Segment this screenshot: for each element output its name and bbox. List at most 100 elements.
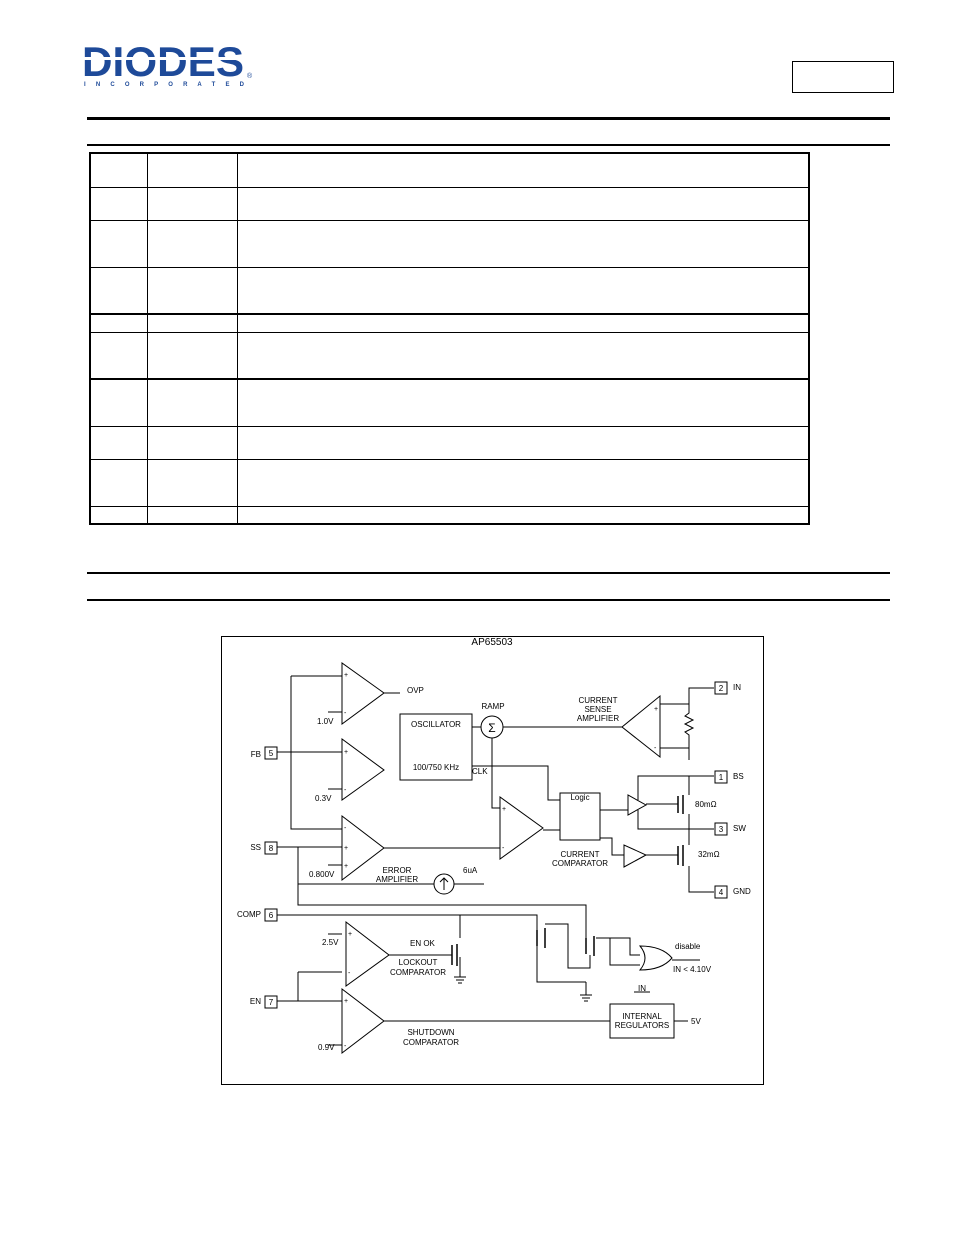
pin-name-fb: FB xyxy=(251,750,261,759)
current-arrow-icon xyxy=(439,877,449,890)
pin-box-bs xyxy=(714,770,728,784)
pin-box-fb xyxy=(264,746,278,760)
lockout-label-2: COMPARATOR xyxy=(390,968,446,977)
pin-number-ss: 8 xyxy=(269,844,274,853)
pin-name-comp: COMP xyxy=(237,910,261,919)
low-side-fet-icon xyxy=(677,845,684,866)
error-amp-ref-label: 0.800V xyxy=(309,870,335,879)
high-side-fet-label: 80mΩ xyxy=(695,800,717,809)
ovp-label: OVP xyxy=(407,686,424,695)
pin-box-gnd xyxy=(714,885,728,899)
disable-label: disable xyxy=(675,942,701,951)
oscillator-block xyxy=(399,713,473,781)
pin-box-comp xyxy=(264,908,278,922)
pin-number-in: 2 xyxy=(719,684,724,693)
table-row xyxy=(89,458,810,507)
diagram-title: AP65503 xyxy=(471,637,513,648)
error-amp-label-1: ERROR xyxy=(383,866,412,875)
ovp-comparator xyxy=(341,662,385,725)
ramp-label: RAMP xyxy=(481,702,504,711)
ea-plus-sign-2: + xyxy=(344,863,348,870)
regulators-label-2: REGULATORS xyxy=(615,1021,669,1030)
ground-icon xyxy=(454,976,466,984)
diodes-logo: DIODES I N C O R P O R A T E D ® xyxy=(82,40,253,88)
current-sense-label-3: AMPLIFIER xyxy=(577,714,619,723)
ovp-ref-label: 1.0V xyxy=(317,717,334,726)
pin-name-ss: SS xyxy=(250,843,261,852)
registered-mark: ® xyxy=(247,72,253,80)
clk-label: CLK xyxy=(472,767,488,776)
current-sense-label-1: CURRENT xyxy=(578,696,617,705)
section-rule-2 xyxy=(87,599,890,601)
pin-name-bs: BS xyxy=(733,772,744,781)
internal-regulators-block xyxy=(609,1003,675,1039)
pin-number-gnd: 4 xyxy=(719,888,724,897)
lock-plus-sign: + xyxy=(348,931,352,938)
pin-name-gnd: GND xyxy=(733,887,751,896)
table-row xyxy=(89,331,810,380)
section-rule-top xyxy=(87,144,890,146)
error-amplifier xyxy=(341,814,385,882)
part-number-box xyxy=(792,61,894,93)
table-row xyxy=(89,378,810,427)
pin-number-en: 7 xyxy=(269,998,274,1007)
sigma-icon: Σ xyxy=(488,721,495,735)
fb-ref-label: 0.3V xyxy=(315,794,332,803)
current-sense-label-2: SENSE xyxy=(584,705,611,714)
csa-plus-sign: + xyxy=(654,706,658,713)
regulator-input-label: IN xyxy=(638,984,646,993)
pin-box-en xyxy=(264,995,278,1009)
sd-minus-sign: - xyxy=(344,1043,347,1050)
current-sense-amplifier xyxy=(621,694,661,759)
sd-plus-sign: + xyxy=(344,998,348,1005)
lockout-ref-label: 2.5V xyxy=(322,938,339,947)
pin-number-sw: 3 xyxy=(719,825,724,834)
lockout-comparator xyxy=(345,920,390,987)
shutdown-ref-label: 0.9V xyxy=(318,1043,335,1052)
fb-comparator xyxy=(341,738,385,801)
ground-icon xyxy=(580,994,592,1002)
oscillator-label: OSCILLATOR xyxy=(411,720,461,729)
table-row xyxy=(89,425,810,460)
pin-number-comp: 6 xyxy=(269,911,274,920)
logic-block xyxy=(559,792,601,841)
csa-minus-sign: - xyxy=(654,745,657,752)
pin-description-table xyxy=(89,152,810,525)
current-comp-label-1: CURRENT xyxy=(560,850,599,859)
pin-number-fb: 5 xyxy=(269,749,274,758)
sense-resistor-icon xyxy=(683,697,695,740)
cc-plus-sign: + xyxy=(502,806,506,813)
pin-name-in: IN xyxy=(733,683,741,692)
low-side-driver xyxy=(623,844,648,868)
fet-2-icon xyxy=(585,936,595,956)
current-comparator xyxy=(499,796,544,860)
en-ok-label: EN OK xyxy=(410,939,436,948)
shutdown-label-2: COMPARATOR xyxy=(403,1038,459,1047)
logic-label: Logic xyxy=(570,793,589,802)
diagram-frame xyxy=(221,636,764,1085)
table-header-row xyxy=(89,152,810,188)
lockout-label-1: LOCKOUT xyxy=(399,958,438,967)
pin-box-sw xyxy=(714,822,728,836)
fet-1-icon xyxy=(536,928,546,948)
table-row xyxy=(89,313,810,333)
shutdown-comparator xyxy=(341,987,385,1055)
lock-minus-sign: - xyxy=(348,970,351,977)
fb-plus-sign: + xyxy=(344,749,348,756)
fb-minus-sign: - xyxy=(344,787,347,794)
wiring xyxy=(277,675,714,1046)
pin-number-bs: 1 xyxy=(719,773,724,782)
ramp-summer xyxy=(480,715,504,739)
high-side-driver xyxy=(627,794,648,816)
pin-box-in xyxy=(714,681,728,695)
cc-minus-sign: - xyxy=(502,845,505,852)
table-row xyxy=(89,186,810,221)
shutdown-label-1: SHUTDOWN xyxy=(407,1028,454,1037)
table-row xyxy=(89,505,810,525)
current-source-label: 6uA xyxy=(463,866,478,875)
pin-box-ss xyxy=(264,841,278,855)
en-ok-fet-icon xyxy=(451,944,458,966)
logo-wordmark: DIODES xyxy=(82,40,244,85)
functional-block-diagram: AP65503 xyxy=(221,636,764,1085)
low-side-fet-label: 32mΩ xyxy=(698,850,720,859)
